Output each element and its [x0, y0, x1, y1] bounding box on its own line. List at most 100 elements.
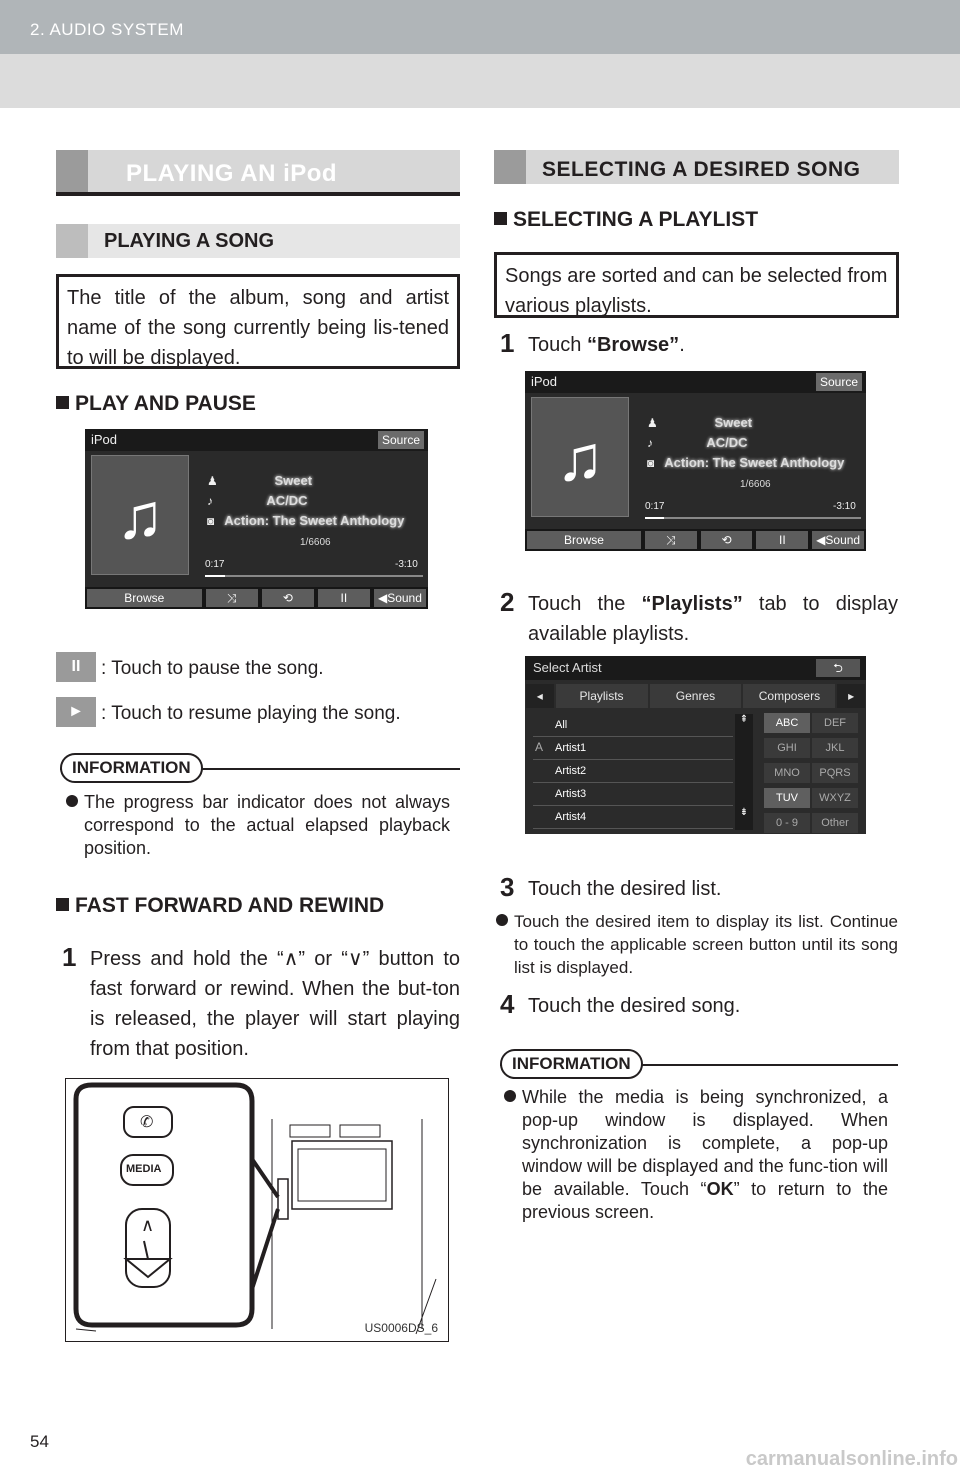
- track-number: 1/6606: [740, 479, 771, 490]
- select-artist-screen: Select Artist ⮌ ◂ Playlists Genres Compo…: [525, 656, 866, 834]
- info-rule-right: [500, 1064, 898, 1066]
- step-number: 4: [500, 989, 515, 1019]
- step-number: 2: [500, 587, 515, 617]
- pause-icon: II: [56, 652, 96, 682]
- info-label-right: INFORMATION: [500, 1049, 643, 1079]
- step-right-4: 4 Touch the desired song.: [500, 989, 741, 1019]
- select-title-bar: Select Artist ⮌: [525, 656, 866, 680]
- step3-bullet: Touch the desired item to display its li…: [496, 910, 898, 979]
- watermark: carmanualsonline.info: [745, 1448, 958, 1470]
- scroll-down-icon[interactable]: ⇟: [739, 807, 749, 818]
- screen-button-row: Browse ⤨ ⟲ II ◀Sound: [85, 587, 428, 609]
- step-number: 1: [500, 328, 515, 358]
- play-description: : Touch to resume playing the song.: [101, 703, 401, 724]
- screen-title: iPod: [91, 432, 118, 447]
- browse-button[interactable]: Browse: [527, 531, 641, 549]
- key-button[interactable]: 0 - 9: [764, 813, 810, 833]
- tab-prev-arrow[interactable]: ◂: [526, 684, 554, 708]
- key-button[interactable]: JKL: [812, 738, 858, 758]
- step-ff-1: 1 Press and hold the “∧” or “∨” button t…: [62, 942, 460, 1060]
- screen-title: iPod: [531, 374, 558, 389]
- key-button[interactable]: WXYZ: [812, 788, 858, 808]
- track-number: 1/6606: [300, 537, 331, 548]
- pause-button[interactable]: II: [756, 531, 809, 549]
- key-button[interactable]: DEF: [812, 713, 858, 733]
- dashboard-figure: ✆ MEDIA ∧ US0006DS_6: [65, 1078, 449, 1342]
- list-item[interactable]: Artist4: [533, 806, 733, 829]
- artist-icon: ♟: [207, 474, 218, 488]
- list-item[interactable]: Artist1: [533, 737, 733, 760]
- browse-button[interactable]: Browse: [87, 589, 202, 607]
- dashboard-illustration: [73, 1082, 437, 1335]
- album-art: ♫: [531, 397, 629, 517]
- step-number: 3: [500, 872, 515, 902]
- bullet-dot: [504, 1090, 516, 1102]
- album-art: ♫: [91, 455, 189, 575]
- shuffle-button[interactable]: ⤨: [644, 531, 697, 549]
- key-button[interactable]: Other: [812, 813, 858, 833]
- tab-composers[interactable]: Composers: [743, 684, 836, 708]
- elapsed-time: 0:17: [205, 559, 225, 570]
- music-note-icon: ♫: [556, 422, 604, 494]
- shuffle-button[interactable]: ⤨: [205, 589, 258, 607]
- intro-box-left: The title of the album, song and artist …: [56, 274, 460, 369]
- song-icon: ♪: [647, 436, 653, 450]
- key-button[interactable]: GHI: [764, 738, 810, 758]
- pause-button[interactable]: II: [317, 589, 370, 607]
- back-button[interactable]: ⮌: [816, 659, 860, 677]
- figure-caption: US0006DS_6: [364, 1321, 438, 1335]
- info-label-left: INFORMATION: [60, 753, 203, 783]
- progress-bar: [205, 575, 423, 577]
- section-title-playing-ipod: PLAYING AN iPod: [56, 150, 460, 196]
- tab-playlists[interactable]: Playlists: [555, 684, 648, 708]
- playlist-heading: SELECTING A PLAYLIST: [494, 208, 758, 232]
- album-icon: ◙: [207, 514, 215, 528]
- album-name: Action: The Sweet Anthology: [664, 455, 845, 470]
- section-title-selecting-song: SELECTING A DESIRED SONG: [494, 150, 899, 184]
- repeat-button[interactable]: ⟲: [261, 589, 314, 607]
- elapsed-time: 0:17: [645, 501, 665, 512]
- repeat-button[interactable]: ⟲: [700, 531, 753, 549]
- media-button[interactable]: MEDIA: [126, 1163, 162, 1175]
- bullet-dot: [496, 914, 508, 926]
- info-bullet-left: The progress bar indicator does not alwa…: [66, 791, 450, 860]
- album-icon: ◙: [647, 456, 655, 470]
- source-button[interactable]: Source: [816, 373, 862, 391]
- album-name: Action: The Sweet Anthology: [224, 513, 405, 528]
- key-button[interactable]: TUV: [764, 788, 810, 808]
- key-button[interactable]: PQRS: [812, 763, 858, 783]
- source-button[interactable]: Source: [378, 431, 424, 449]
- song-name: AC/DC: [266, 493, 308, 508]
- select-tabs: ◂ Playlists Genres Composers ▸: [525, 684, 866, 708]
- info-bullet-right: While the media is being synchronized, a…: [504, 1086, 888, 1224]
- key-button[interactable]: MNO: [764, 763, 810, 783]
- header-bar: 2. AUDIO SYSTEM: [0, 0, 960, 54]
- pause-description: : Touch to pause the song.: [101, 658, 324, 679]
- index-letter: A: [535, 740, 544, 754]
- page-number: 54: [30, 1432, 49, 1451]
- list-item[interactable]: Artist2: [533, 760, 733, 783]
- list-item[interactable]: Artist3: [533, 783, 733, 806]
- tab-next-arrow[interactable]: ▸: [837, 684, 865, 708]
- step-number: 1: [62, 942, 77, 972]
- key-button[interactable]: ABC: [764, 713, 810, 733]
- tab-genres[interactable]: Genres: [649, 684, 742, 708]
- artist-name: Sweet: [714, 415, 753, 430]
- step-right-2: 2 Touch the “Playlists” tab to display a…: [500, 587, 898, 645]
- screen-title-bar: iPod Source: [85, 429, 428, 451]
- select-title: Select Artist: [533, 660, 602, 675]
- list-item[interactable]: All: [533, 714, 733, 737]
- scroll-up-icon[interactable]: ⇞: [739, 714, 749, 725]
- track-meta: ♟ Sweet ♪ AC/DC ◙ Action: The Sweet Anth…: [207, 471, 417, 531]
- ipod-screen-right: iPod Source ♫ ♟ Sweet ♪ AC/DC ◙ Action: …: [525, 371, 866, 551]
- ipod-screen-left: iPod Source ♫ ♟ Sweet ♪ AC/DC ◙ Action: …: [85, 429, 428, 609]
- ff-heading: FAST FORWARD AND REWIND: [56, 894, 384, 918]
- song-name: AC/DC: [706, 435, 748, 450]
- sound-button[interactable]: ◀Sound: [373, 589, 426, 607]
- sound-button[interactable]: ◀Sound: [812, 531, 865, 549]
- step-right-1: 1 Touch “Browse”.: [500, 328, 685, 358]
- info-rule-left: [60, 768, 460, 770]
- phone-icon: ✆: [140, 1114, 154, 1131]
- list-scrollbar[interactable]: ⇞ ⇟: [735, 714, 753, 830]
